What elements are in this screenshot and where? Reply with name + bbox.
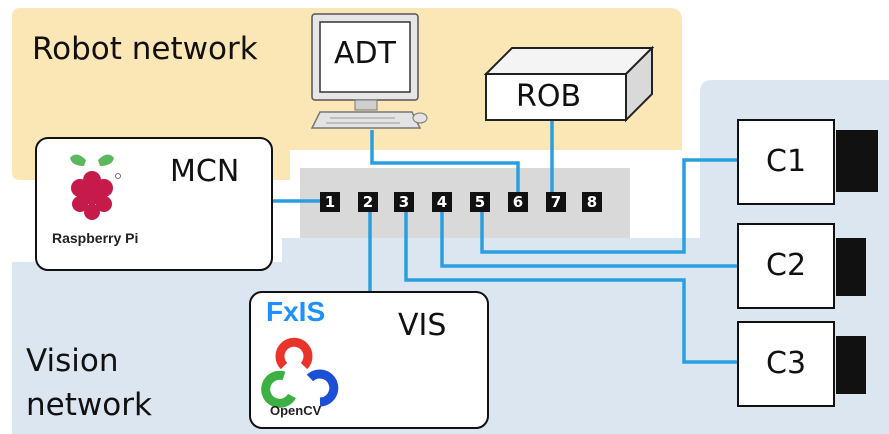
switch-port-2: 2 [358,192,378,212]
switch-port-8: 8 [582,192,602,212]
mcn-box [35,137,273,271]
camera-c1 [737,119,878,205]
raspberry-pi-text: Raspberry Pi [52,230,139,246]
switch-port-6: 6 [508,192,528,212]
cable-c3-port3 [404,212,738,364]
camera-c2 [737,223,866,309]
cable-adt-port6 [370,130,520,195]
vision-network-region [12,80,889,434]
cables [272,118,738,364]
raspberry-pi-logo [70,154,121,220]
c2-label: C2 [766,248,807,283]
rob-box-icon [483,45,655,123]
switch-port-4: 4 [432,192,452,212]
switch-port-5: 5 [470,192,490,212]
opencv-logo [261,337,339,408]
camera-c3 [737,321,866,407]
vis-box [249,291,489,429]
mcn-label: MCN [170,154,240,189]
cable-c2-port4 [440,212,738,268]
vis-label: VIS [398,308,447,343]
rob-label: ROB [516,79,582,114]
fxis-logo: FxIS [266,296,326,327]
vision-network-label-line1: Vision [26,343,119,379]
switch-port-3: 3 [394,192,414,212]
cable-c1-port5 [480,158,738,254]
robot-network-label: Robot network [32,31,258,67]
adt-label: ADT [334,36,396,71]
adt-computer-icon [310,13,428,129]
vision-network-label-line2: network [26,387,152,423]
network-switch [300,168,630,238]
switch-port-1: 1 [320,192,340,212]
opencv-text: OpenCV [270,403,322,418]
c3-label: C3 [766,346,807,381]
switch-port-7: 7 [546,192,566,212]
c1-label: C1 [766,144,807,179]
